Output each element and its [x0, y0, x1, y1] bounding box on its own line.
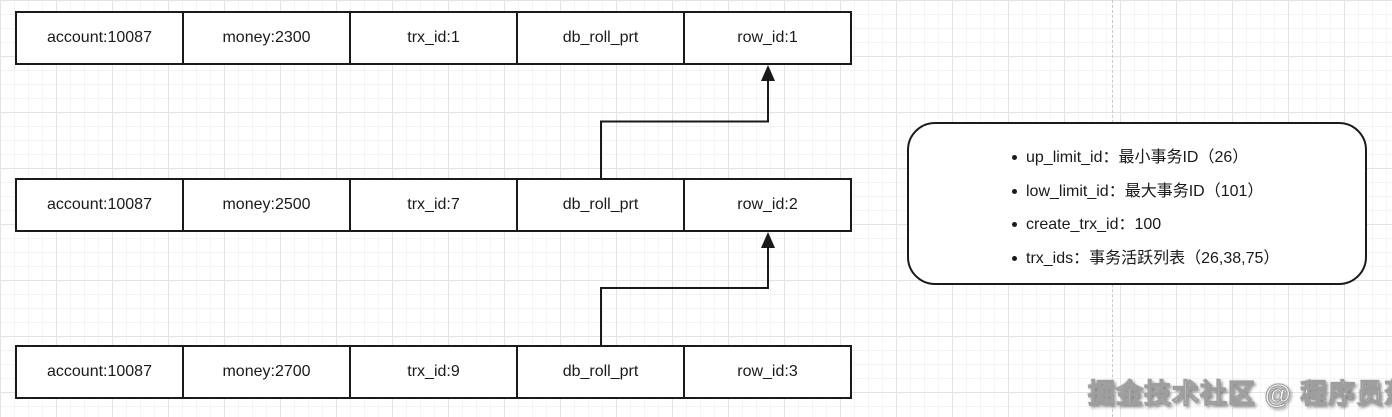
cell-account: account:10087 — [17, 180, 184, 230]
cell-trx-id: trx_id:9 — [351, 347, 518, 397]
cell-account: account:10087 — [17, 347, 184, 397]
read-view-item-label: low_limit_id：最大事务ID（101） — [1026, 182, 1264, 200]
read-view-item-label: create_trx_id：100 — [1026, 216, 1162, 233]
cell-account: account:10087 — [17, 13, 184, 63]
cell-money: money:2500 — [184, 180, 351, 230]
cell-row-id: row_id:2 — [737, 196, 798, 213]
read-view-box: up_limit_id：最小事务ID（26） low_limit_id：最大事务… — [907, 122, 1367, 285]
cell-trx-id: trx_id:1 — [351, 13, 518, 63]
cell-db-roll-prt: db_roll_prt — [518, 180, 685, 230]
read-view-item-low-limit-id: low_limit_id：最大事务ID（101） — [1012, 175, 1355, 209]
read-view-item-label: up_limit_id：最小事务ID（26） — [1026, 149, 1249, 166]
arrow-row3-to-row2 — [600, 232, 775, 345]
arrow-row2-to-row1 — [600, 65, 775, 178]
watermark-text: 掘金技术社区 @ 程序员葱 — [1087, 379, 1392, 410]
cell-money: money:2700 — [184, 347, 351, 397]
cell-money: money:2300 — [184, 13, 351, 63]
cell-trx-id: trx_id:7 — [351, 180, 518, 230]
cell-row-id: row_id:1 — [737, 29, 798, 46]
read-view-item-label: trx_ids：事务活跃列表（26,38,75） — [1026, 249, 1280, 267]
read-view-item-trx-ids: trx_ids：事务活跃列表（26,38,75） — [1012, 242, 1355, 276]
version-row-1: account:10087 money:2300 trx_id:1 db_rol… — [15, 11, 852, 65]
cell-db-roll-prt: db_roll_prt — [518, 347, 685, 397]
read-view-item-up-limit-id: up_limit_id：最小事务ID（26） — [1012, 141, 1355, 175]
cell-db-roll-prt: db_roll_prt — [518, 13, 685, 63]
cell-row-id: row_id:3 — [737, 363, 798, 380]
version-row-3: account:10087 money:2700 trx_id:9 db_rol… — [15, 345, 852, 399]
read-view-item-create-trx-id: create_trx_id：100 — [1012, 208, 1355, 242]
read-view-list: up_limit_id：最小事务ID（26） low_limit_id：最大事务… — [909, 124, 1365, 275]
version-row-2: account:10087 money:2500 trx_id:7 db_rol… — [15, 178, 852, 232]
